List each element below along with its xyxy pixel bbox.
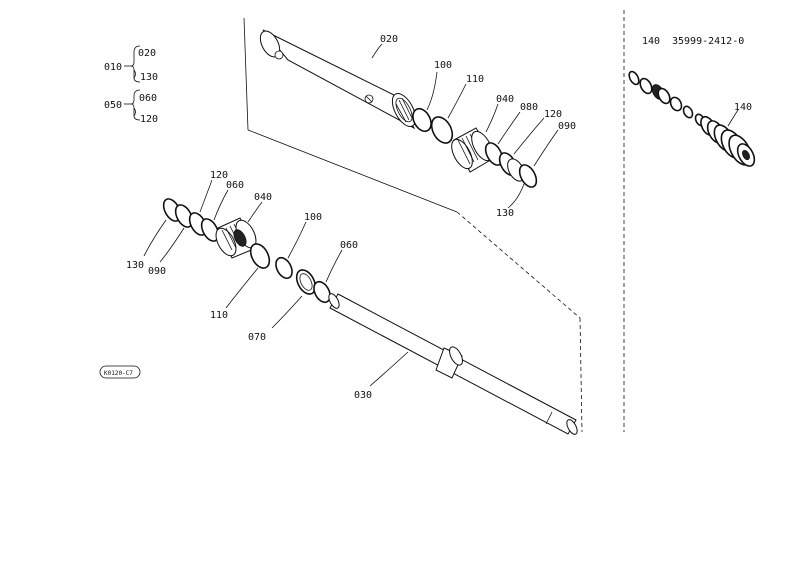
callout-lower-030: 030 xyxy=(354,390,372,401)
ring-lower-060 xyxy=(200,218,220,242)
callout-upper-090: 090 xyxy=(558,121,576,132)
ring-lower-110 xyxy=(249,243,271,269)
callout-lower-130: 130 xyxy=(126,260,144,271)
o-ring-upper-100 xyxy=(412,107,432,133)
callout-upper-120: 120 xyxy=(544,109,562,120)
callout-lower-090: 090 xyxy=(148,266,166,277)
callout-lower-070: 070 xyxy=(248,332,266,343)
kit-item-number: 140 xyxy=(642,36,660,47)
callout-kit-140: 140 xyxy=(734,102,752,113)
callout-lower-110: 110 xyxy=(210,310,228,321)
legend-010-main: 010 xyxy=(104,62,122,73)
ring-upper-080 xyxy=(484,142,504,166)
legend-group-010: 010 020 130 xyxy=(104,45,158,83)
callout-upper-100: 100 xyxy=(434,60,452,71)
ring-lower-070 xyxy=(295,269,317,295)
reference-stamp: K0120-C7 xyxy=(99,365,141,379)
o-ring-lower-100 xyxy=(275,256,293,280)
callout-lower-060b: 060 xyxy=(340,240,358,251)
barrel-020 xyxy=(259,29,417,130)
callout-upper-080: 080 xyxy=(520,102,538,113)
kit-header: 140 35999-2412-0 xyxy=(642,36,744,47)
kit-140-assembly xyxy=(628,70,756,167)
callout-lower-040: 040 xyxy=(254,192,272,203)
callout-upper-020: 020 xyxy=(380,34,398,45)
callout-upper-110: 110 xyxy=(466,74,484,85)
legend-050-b: 120 xyxy=(140,114,158,125)
callout-lower-060a: 060 xyxy=(226,180,244,191)
legend-group-050: 050 060 120 xyxy=(104,89,158,125)
ring-upper-110 xyxy=(430,116,454,144)
callout-lower-100: 100 xyxy=(304,212,322,223)
gland-lower-040 xyxy=(215,217,257,259)
ring-lower-090 xyxy=(174,204,194,228)
ring-lower-060b xyxy=(313,280,331,304)
callout-upper-040: 040 xyxy=(496,94,514,105)
legend-050-main: 050 xyxy=(104,100,122,111)
legend-010-b: 130 xyxy=(140,72,158,83)
kit-part-number: 35999-2412-0 xyxy=(672,36,744,47)
callout-upper-130: 130 xyxy=(496,208,514,219)
legend-050-a: 060 xyxy=(139,93,157,104)
reference-stamp-text: K0120-C7 xyxy=(104,370,133,377)
piston-rod-030 xyxy=(328,293,578,435)
ring-upper-090 xyxy=(518,164,538,188)
legend-010-a: 020 xyxy=(138,48,156,59)
callout-lower-120: 120 xyxy=(210,170,228,181)
